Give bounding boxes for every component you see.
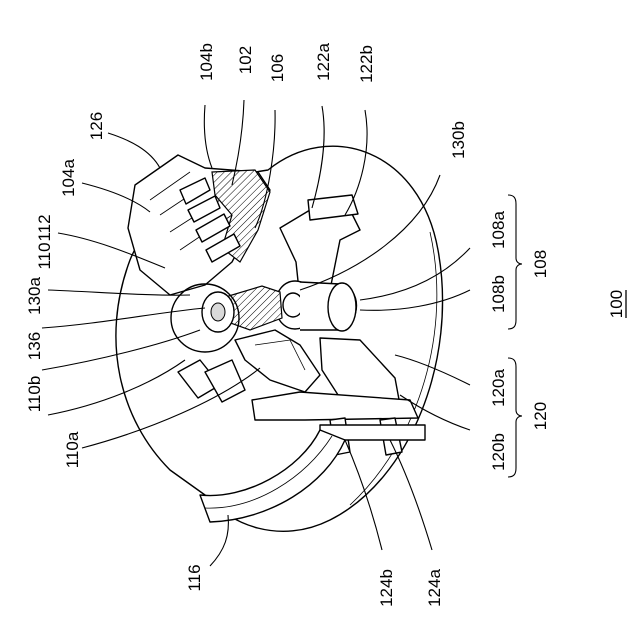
label-136: 136 [25, 332, 44, 360]
label-122a: 122a [314, 43, 333, 81]
label-116: 116 [185, 564, 204, 591]
shaft-end [328, 283, 356, 331]
label-124b: 124b [377, 569, 396, 607]
label-110b: 110b [25, 376, 44, 413]
label-108a: 108a [489, 211, 508, 249]
label-104b: 104b [197, 43, 216, 81]
label-104a: 104a [59, 159, 78, 197]
label-130a: 130a [25, 277, 44, 315]
label-102: 102 [236, 46, 255, 74]
label-106: 106 [268, 54, 287, 82]
label-126: 126 [87, 112, 106, 140]
pin-head-inner [211, 303, 225, 321]
label-120b: 120b [489, 433, 508, 471]
label-100: 100 [607, 290, 626, 318]
label-112: 112 [35, 214, 54, 241]
label-122b: 122b [357, 45, 376, 83]
group-brackets [508, 195, 522, 477]
label-110: 110 [35, 242, 54, 269]
label-124a: 124a [425, 569, 444, 607]
label-130b: 130b [449, 121, 468, 159]
label-120a: 120a [489, 369, 508, 407]
label-110a: 110a [63, 431, 82, 468]
label-108b: 108b [489, 275, 508, 313]
device-drawing [116, 146, 443, 531]
label-120: 120 [531, 402, 550, 430]
label-108: 108 [531, 250, 550, 278]
